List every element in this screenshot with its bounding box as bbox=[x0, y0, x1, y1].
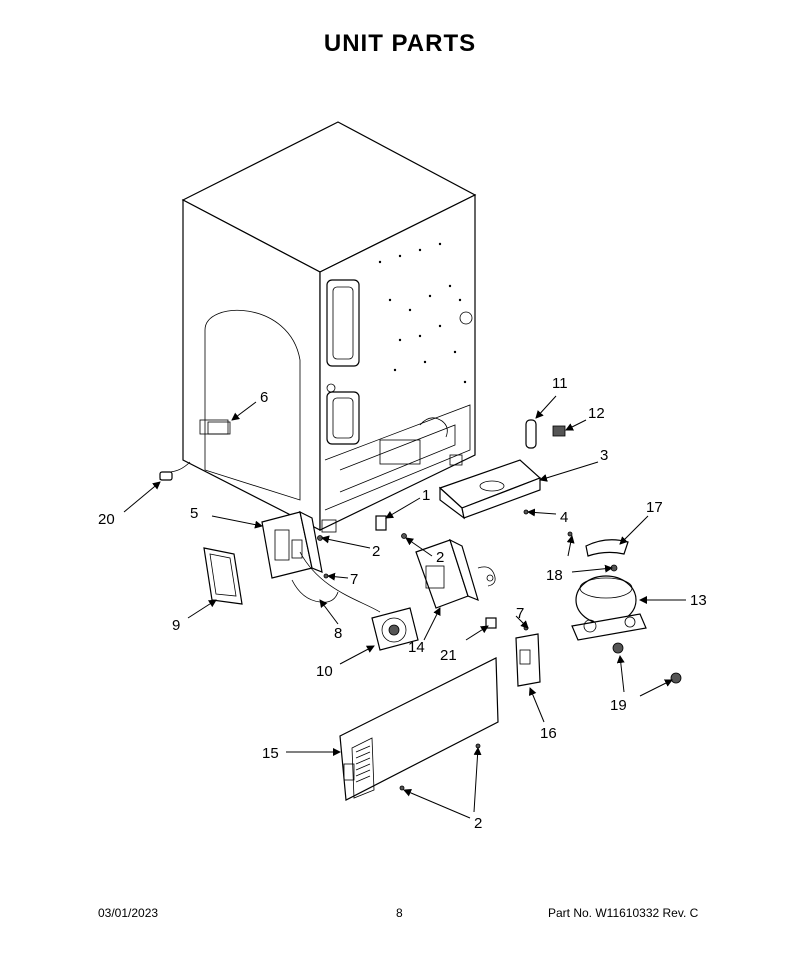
callout-14: 14 bbox=[408, 639, 425, 656]
part-3-drain-pan bbox=[438, 459, 542, 520]
part-14-control-module bbox=[415, 538, 496, 609]
callout-7: 7 bbox=[516, 605, 524, 622]
part-11-filter-drier bbox=[525, 419, 537, 449]
callout-2: 2 bbox=[372, 543, 380, 560]
callout-3: 3 bbox=[600, 447, 608, 464]
callout-5: 5 bbox=[190, 505, 198, 522]
part-12-clip bbox=[552, 425, 566, 437]
callout-15: 15 bbox=[262, 745, 279, 762]
part-16-relay bbox=[515, 633, 541, 687]
part-9-cover bbox=[203, 547, 243, 605]
callout-11: 11 bbox=[552, 375, 568, 392]
callout-19: 19 bbox=[610, 697, 627, 714]
callout-2: 2 bbox=[474, 815, 482, 832]
callout-7: 7 bbox=[350, 571, 358, 588]
callout-2: 2 bbox=[436, 549, 444, 566]
leader-lines bbox=[123, 395, 686, 819]
callout-10: 10 bbox=[316, 663, 333, 680]
callout-6: 6 bbox=[260, 389, 268, 406]
refrigerator-cabinet bbox=[181, 121, 477, 533]
part-1-bracket bbox=[375, 515, 387, 531]
part-21-clip bbox=[485, 617, 497, 629]
callout-1: 1 bbox=[422, 487, 430, 504]
part-17-insulation-pad bbox=[585, 539, 629, 557]
callout-20: 20 bbox=[98, 511, 115, 528]
callout-9: 9 bbox=[172, 617, 180, 634]
callout-21: 21 bbox=[440, 647, 457, 664]
callout-16: 16 bbox=[540, 725, 557, 742]
callout-numbers: 6 20 5 2 1 2 7 9 8 10 14 21 7 11 12 3 4 … bbox=[98, 375, 707, 832]
footer-part-number: Part No. W11610332 Rev. C bbox=[548, 906, 699, 920]
callout-4: 4 bbox=[560, 509, 568, 526]
page-title: UNIT PARTS bbox=[323, 30, 477, 57]
callout-8: 8 bbox=[334, 625, 342, 642]
callout-12: 12 bbox=[588, 405, 605, 422]
part-6-tube bbox=[207, 421, 231, 435]
footer-page-number: 8 bbox=[396, 906, 403, 920]
part-13-compressor bbox=[571, 575, 647, 641]
callout-18: 18 bbox=[546, 567, 563, 584]
part-19-grommet bbox=[612, 642, 682, 684]
part-15-rear-panel bbox=[339, 657, 499, 801]
part-20-power-cord bbox=[159, 461, 191, 481]
footer-date: 03/01/2023 bbox=[98, 906, 159, 920]
part-8-wire-harness bbox=[291, 551, 381, 613]
callout-13: 13 bbox=[690, 592, 707, 609]
part-5-control-housing bbox=[261, 510, 323, 579]
callout-17: 17 bbox=[646, 499, 663, 516]
part-10-condenser-fan bbox=[371, 607, 419, 651]
